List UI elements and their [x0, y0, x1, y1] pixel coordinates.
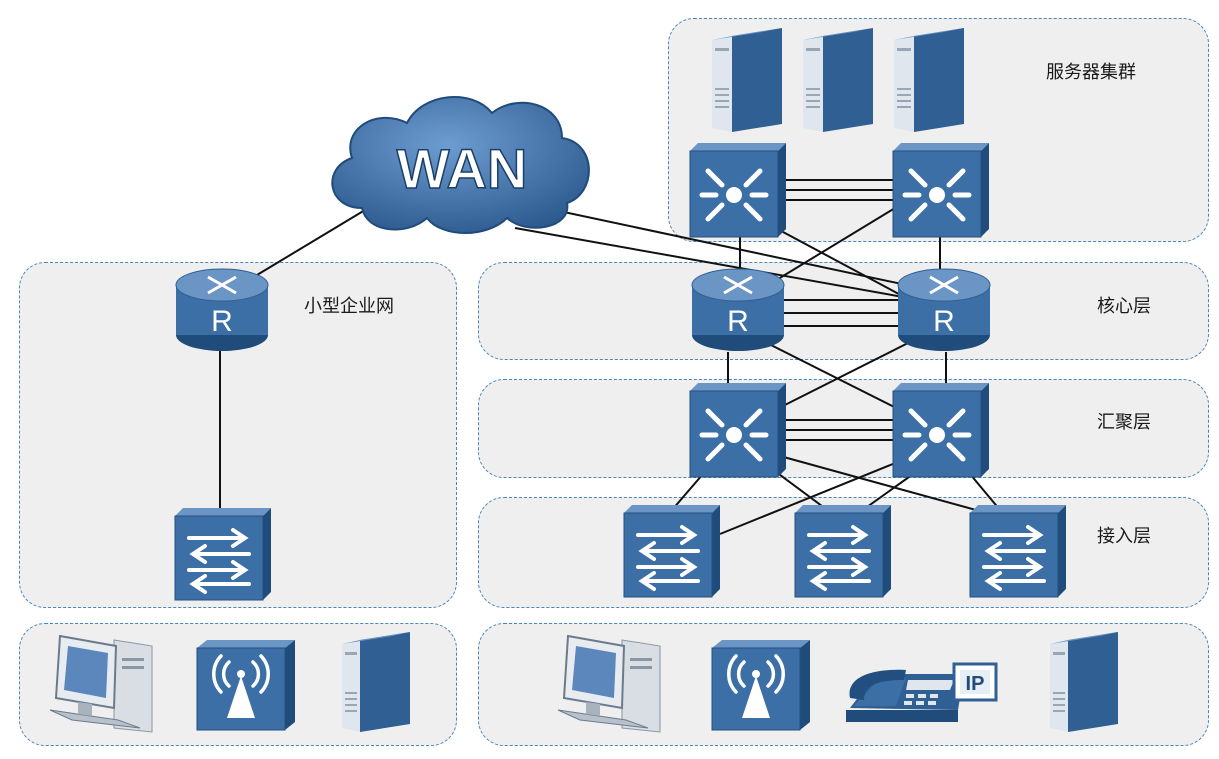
ip-phone-icon: IP	[846, 660, 1002, 730]
aggregation-switch-right	[892, 383, 993, 479]
cluster-server-2	[803, 28, 883, 132]
pc-icon	[556, 632, 666, 736]
core-layer-label: 核心层	[1097, 296, 1151, 317]
server-icon	[342, 632, 416, 732]
cluster-switch-right	[892, 143, 993, 239]
access-switch-2	[794, 505, 895, 599]
small-enterprise-label: 小型企业网	[304, 296, 394, 317]
cluster-switch-left	[689, 143, 790, 239]
aggregation-switch-left	[689, 383, 790, 479]
aggregation-layer-label: 汇聚层	[1097, 412, 1151, 433]
cluster-server-1	[712, 28, 792, 132]
ip-label: IP	[966, 673, 985, 695]
small-enterprise-switch	[174, 508, 275, 602]
server-cluster-label: 服务器集群	[1046, 62, 1136, 83]
access-switch-1	[623, 505, 724, 599]
router-label: R	[933, 305, 955, 338]
router-label: R	[211, 305, 233, 338]
wireless-ap-icon	[711, 640, 810, 731]
cluster-server-3	[894, 28, 974, 132]
core-router-left: R	[690, 265, 786, 353]
router-label: R	[727, 305, 749, 338]
aggregation-layer-zone	[478, 379, 1209, 478]
wireless-ap-icon	[196, 640, 295, 731]
pc-icon	[48, 632, 158, 736]
wan-label: WAN	[397, 137, 528, 200]
small-enterprise-router: R	[174, 265, 270, 353]
wan-cloud: WAN	[322, 88, 602, 238]
core-router-right: R	[896, 265, 992, 353]
access-layer-label: 接入层	[1097, 526, 1151, 547]
core-layer-zone	[478, 262, 1209, 360]
access-switch-3	[969, 505, 1070, 599]
server-icon	[1050, 632, 1124, 732]
